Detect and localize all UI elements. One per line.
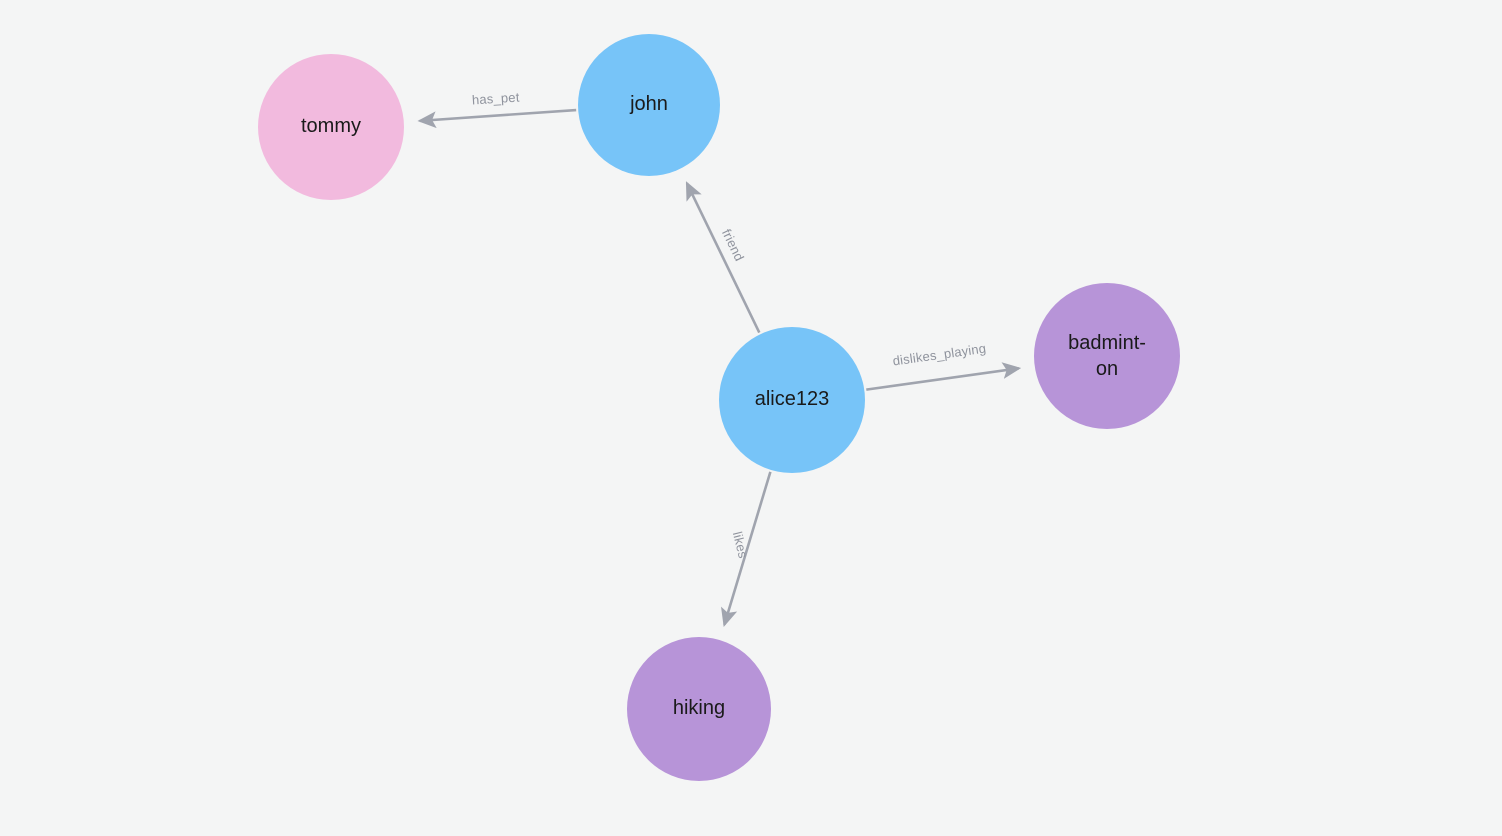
node-circle[interactable] bbox=[578, 34, 720, 176]
node-circle[interactable] bbox=[719, 327, 865, 473]
node-circle[interactable] bbox=[627, 637, 771, 781]
node-circle[interactable] bbox=[1034, 283, 1180, 429]
graph-edge[interactable] bbox=[417, 108, 577, 129]
graph-node-badminton[interactable]: badmint-on bbox=[1034, 283, 1180, 429]
edge-label: has_pet bbox=[471, 90, 520, 108]
graph-node-alice123[interactable]: alice123 bbox=[719, 327, 865, 473]
graph-node-john[interactable]: john bbox=[578, 34, 720, 176]
node-circle[interactable] bbox=[258, 54, 404, 200]
graph-edge[interactable] bbox=[866, 362, 1022, 391]
edges-layer bbox=[417, 108, 1022, 627]
graph-edge[interactable] bbox=[721, 471, 772, 627]
graph-node-tommy[interactable]: tommy bbox=[258, 54, 404, 200]
graph-node-hiking[interactable]: hiking bbox=[627, 637, 771, 781]
graph-edge[interactable] bbox=[685, 181, 761, 334]
nodes-layer: tommy john alice123 badmint-on hiking bbox=[258, 34, 1180, 781]
edge-label: dislikes_playing bbox=[892, 341, 987, 369]
edge-label: likes bbox=[730, 530, 751, 560]
